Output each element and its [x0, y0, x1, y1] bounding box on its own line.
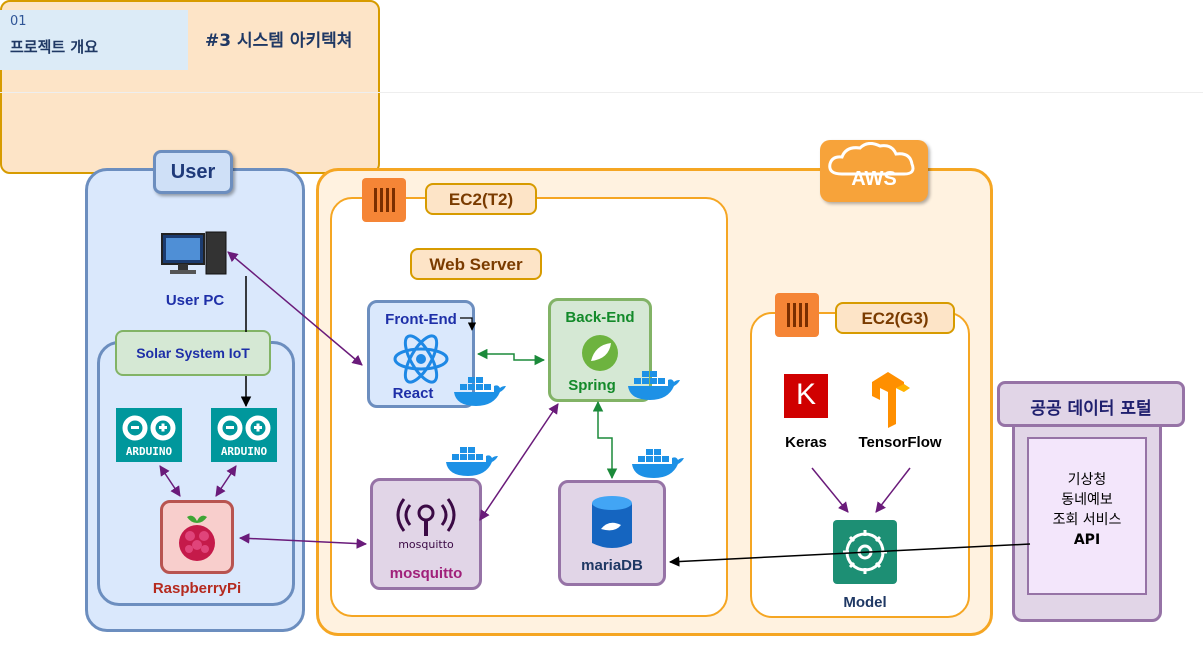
backend-title: Back-End	[565, 309, 635, 326]
mosquitto-icon	[396, 498, 456, 536]
mariadb-node: mariaDB	[558, 480, 666, 586]
ec2-g3-title: EC2(G3)	[861, 309, 929, 328]
web-server-title: Web Server	[429, 255, 523, 274]
keras-label: Keras	[785, 434, 827, 451]
cloud-shape-icon	[828, 142, 915, 176]
backend-node: Back-End Spring	[548, 298, 652, 402]
react-icon	[393, 334, 449, 384]
public-data-line: 조회 서비스	[1052, 512, 1122, 528]
database-icon	[592, 496, 632, 548]
public-data-line: 동네예보	[1061, 492, 1113, 508]
keras-icon: K	[784, 374, 828, 418]
frontend-node: Front-End React	[367, 300, 475, 408]
aws-cloud-icon: AWS	[820, 140, 928, 202]
ec2-g3-icon	[775, 293, 819, 337]
section-number: 01	[10, 14, 27, 29]
model-label: Model	[843, 594, 887, 611]
public-data-api-box	[1027, 437, 1147, 595]
user-pc-label: User PC	[165, 292, 225, 309]
raspberry-pi-label: RaspberryPi	[152, 580, 242, 597]
ec2-g3-tag: EC2(G3)	[835, 302, 955, 334]
mosquitto-node: mosquitto mosquitto	[370, 478, 482, 590]
raspberry-pi-node	[160, 500, 234, 574]
section-tab	[0, 10, 188, 70]
raspberry-pi-icon	[179, 515, 215, 561]
mosquitto-logo-text: mosquitto	[398, 538, 454, 551]
user-title-tag: User	[153, 150, 233, 194]
iot-title: Solar System IoT	[136, 345, 250, 361]
backend-tech: Spring	[568, 377, 616, 394]
header-divider	[0, 92, 1203, 93]
spring-icon	[582, 335, 618, 371]
public-data-line: 기상청	[1067, 472, 1107, 488]
docker-icon	[446, 447, 498, 476]
public-data-api: API	[1073, 532, 1101, 548]
public-data-title: 공공 데이터 포털	[1030, 399, 1152, 419]
ec2-t2-title: EC2(T2)	[448, 190, 514, 209]
public-data-tag: 공공 데이터 포털	[997, 381, 1185, 427]
arduino-label: ARDUINO	[220, 445, 268, 458]
ec2-g3-group	[750, 312, 970, 618]
page-title: #3 시스템 아키텍쳐	[205, 31, 353, 51]
mosquitto-label: mosquitto	[389, 565, 463, 582]
public-data-description: 기상청 동네예보 조회 서비스 API	[1027, 470, 1147, 550]
frontend-tech: React	[392, 385, 434, 402]
ec2-t2-icon	[362, 178, 406, 222]
ec2-t2-tag: EC2(T2)	[425, 183, 537, 215]
keras-logo-text: K	[795, 378, 816, 411]
user-title: User	[170, 161, 216, 183]
arduino-label: ARDUINO	[125, 445, 173, 458]
aws-title: AWS	[851, 168, 897, 190]
frontend-title: Front-End	[385, 311, 457, 328]
docker-icon	[632, 449, 684, 478]
section-title: 프로젝트 개요	[10, 38, 99, 56]
docker-icon	[628, 371, 680, 400]
docker-icon	[454, 377, 506, 406]
tensorflow-label: TensorFlow	[858, 434, 942, 451]
web-server-tag: Web Server	[410, 248, 542, 280]
mariadb-label: mariaDB	[581, 557, 643, 574]
